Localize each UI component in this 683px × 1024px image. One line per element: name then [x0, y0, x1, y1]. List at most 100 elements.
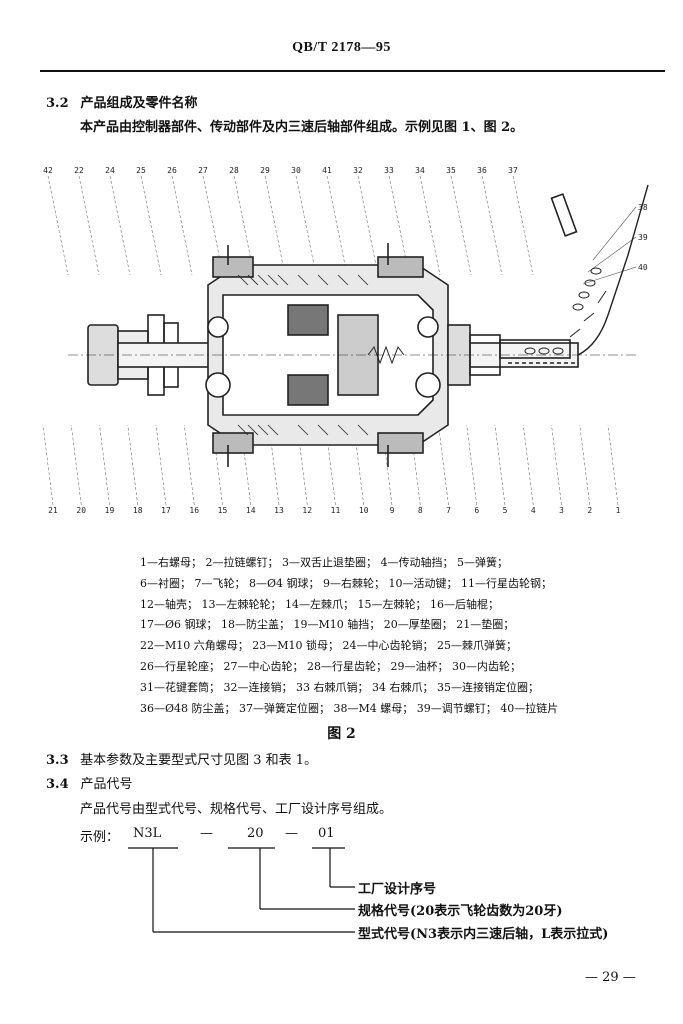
callout-number: 22: [74, 166, 84, 175]
callout-leader: [233, 175, 255, 276]
code-dash: —: [200, 826, 213, 841]
callout-number: 7: [446, 506, 451, 515]
callout-leader: [202, 175, 224, 276]
section-title: 产品代号: [80, 777, 133, 792]
callout-leader: [438, 424, 449, 506]
callout-number: 40: [638, 263, 648, 272]
legend-line: 31—花键套筒； 32—连接销； 33 右棘爪销； 34 右棘爪； 35—连接销…: [140, 680, 539, 694]
serial-code: 01: [318, 826, 335, 841]
callout-number: 8: [418, 506, 423, 515]
callout-leader: [184, 424, 195, 506]
section-3-4-text: 产品代号由型式代号、规格代号、工厂设计序号组成。: [80, 802, 393, 817]
section-number: 3.3: [46, 753, 69, 768]
legend-line: 36—Ø48 防尘盖； 37—弹簧定位圈； 38—M4 螺母； 39—调节螺钉；…: [140, 701, 559, 715]
callout-number: 14: [246, 506, 256, 515]
callout-number: 4: [531, 506, 536, 515]
callout-leader: [523, 424, 534, 506]
callout-leader: [579, 424, 590, 506]
type-code-note: 型式代号(N3表示内三速后轴，L表示拉式): [358, 927, 609, 942]
callout-leader: [450, 175, 472, 276]
callout-leader: [388, 175, 410, 276]
callout-leader: [140, 175, 162, 276]
legend-line: 17—Ø6 钢球； 18—防尘盖； 19—M10 轴挡； 20—厚垫圈； 21—…: [140, 618, 515, 632]
callout-number: 19: [105, 506, 115, 515]
header-rule: [40, 70, 665, 72]
type-code: N3L: [133, 826, 162, 841]
callout-number: 28: [229, 166, 239, 175]
callout-number: 9: [390, 506, 395, 515]
legend-line: 12—轴壳； 13—左棘轮轮； 14—左棘爪； 15—左棘轮； 16—后轴棍；: [140, 597, 499, 611]
callout-number: 32: [353, 166, 363, 175]
legend-line: 22—M10 六角螺母； 23—M10 锁母； 24—中心齿轮销； 25—棘爪弹…: [140, 639, 517, 653]
callout-number: 2: [587, 506, 592, 515]
serial-code-note: 工厂设计序号: [358, 882, 437, 897]
callout-leader: [357, 175, 379, 276]
example-label: 示例：: [80, 830, 120, 845]
section-3-2-heading: 3.2 产品组成及零件名称: [46, 92, 198, 111]
callout-leader: [587, 236, 637, 273]
callout-leader: [512, 175, 534, 276]
section-text: 基本参数及主要型式尺寸见图 3 和表 1。: [80, 753, 318, 768]
code-dash: —: [285, 826, 298, 841]
section-number: 3.2: [46, 96, 69, 111]
section-3-2-text: 本产品由控制器部件、传动部件及内三速后轴部件组成。示例见图 1、图 2。: [80, 120, 524, 135]
section-number: 3.4: [46, 777, 69, 792]
callout-number: 30: [291, 166, 301, 175]
callout-number: 41: [322, 166, 332, 175]
section-title: 产品组成及零件名称: [80, 96, 198, 111]
callout-leader: [326, 175, 348, 276]
parts-legend: 1—右螺母； 2—拉链螺钉； 3—双舌止退垫圈； 4—传动轴挡； 5—弹簧； 6…: [140, 553, 660, 719]
callout-leader: [109, 175, 131, 276]
callout-leader: [99, 424, 110, 506]
callout-number: 1: [616, 506, 621, 515]
callout-leader: [47, 175, 69, 276]
callout-leader: [295, 175, 317, 276]
legend-line: 1—右螺母； 2—拉链螺钉； 3—双舌止退垫圈； 4—传动轴挡； 5—弹簧；: [140, 556, 508, 569]
callout-number: 5: [503, 506, 508, 515]
callout-number: 16: [189, 506, 199, 515]
callout-number: 34: [415, 166, 425, 175]
callout-leader: [127, 424, 138, 506]
callout-leader: [551, 424, 562, 506]
spec-code: 20: [247, 826, 264, 841]
callout-leader: [481, 175, 503, 276]
callout-number: 11: [331, 506, 341, 515]
callout-number: 17: [161, 506, 171, 515]
callout-leader: [155, 424, 167, 506]
spec-code-note: 规格代号(20表示飞轮齿数为20牙): [358, 904, 563, 919]
section-3-4-heading: 3.4 产品代号: [46, 773, 133, 792]
callout-leader: [264, 175, 286, 276]
callout-leader: [466, 424, 477, 506]
callout-number: 36: [477, 166, 487, 175]
callout-number: 13: [274, 506, 284, 515]
section-3-3: 3.3 基本参数及主要型式尺寸见图 3 和表 1。: [46, 749, 317, 768]
figure-caption: 图 2: [327, 726, 356, 742]
callout-leader: [419, 175, 441, 276]
callout-number: 12: [302, 506, 312, 515]
callout-number: 18: [133, 506, 143, 515]
callout-number: 38: [638, 203, 648, 212]
callout-number: 3: [559, 506, 564, 515]
callout-number: 15: [218, 506, 228, 515]
callout-leader: [607, 424, 619, 506]
callout-number: 35: [446, 166, 456, 175]
legend-line: 6—衬圈； 7—飞轮； 8—Ø4 钢球； 9—右棘轮； 10—活动键； 11—行…: [140, 576, 552, 590]
standard-header: QB/T 2178—95: [292, 40, 391, 55]
callout-number: 21: [48, 506, 58, 515]
callout-number: 27: [198, 166, 208, 175]
callout-number: 10: [359, 506, 369, 515]
callout-number: 37: [508, 166, 518, 175]
callout-number: 6: [474, 506, 479, 515]
callout-leader: [71, 424, 82, 506]
legend-line: 26—行星轮座； 27—中心齿轮； 28—行星齿轮； 29—油杯； 30—内齿轮…: [140, 659, 521, 673]
callout-number: 20: [76, 506, 86, 515]
callout-leader: [42, 424, 54, 506]
callout-number: 33: [384, 166, 394, 175]
page-number: — 29 —: [585, 970, 636, 985]
callout-leader: [582, 266, 637, 285]
callout-leader: [78, 175, 100, 276]
callout-leader: [494, 424, 506, 506]
callout-number: 24: [105, 166, 115, 175]
